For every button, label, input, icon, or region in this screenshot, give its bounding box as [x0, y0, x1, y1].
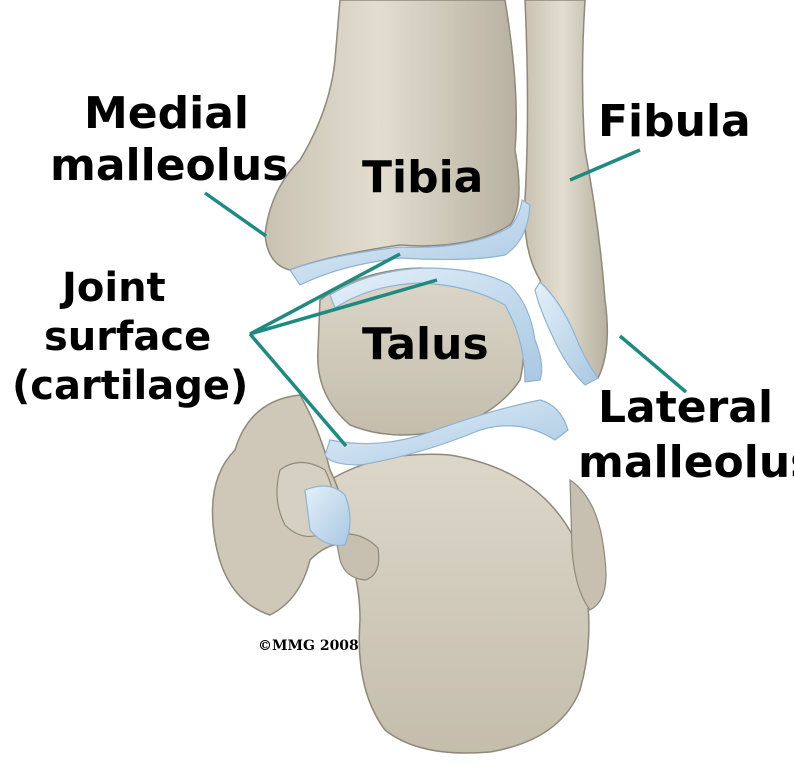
- label-talus: Talus: [362, 319, 489, 370]
- label-joint-surface-line2: surface: [44, 314, 211, 360]
- tibia-bone: [265, 0, 519, 270]
- label-fibula: Fibula: [598, 96, 751, 147]
- label-medial-malleolus-line1: Medial: [84, 88, 249, 139]
- label-joint-surface-line3: (cartilage): [12, 363, 248, 409]
- label-tibia: Tibia: [362, 152, 483, 203]
- label-medial-malleolus-line2: malleolus: [50, 140, 288, 191]
- leader-medial-malleolus: [205, 193, 266, 236]
- copyright-notice: ©MMG 2008: [258, 638, 359, 654]
- label-joint-surface-line1: Joint: [59, 265, 166, 311]
- label-lateral-malleolus-line2: malleolus: [578, 437, 794, 488]
- label-lateral-malleolus-line1: Lateral: [598, 382, 773, 433]
- calcaneus-bone: [330, 454, 589, 753]
